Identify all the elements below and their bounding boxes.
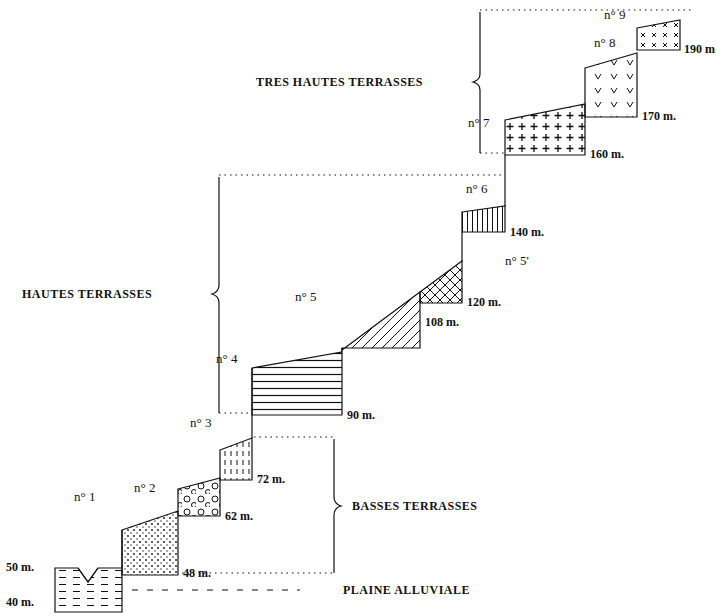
terrace-number: n° 5'	[505, 254, 529, 268]
terrace-number: n° 5	[295, 290, 316, 304]
altitude-label: 190 m	[684, 43, 715, 56]
group-label: HAUTES TERRASSES	[22, 288, 152, 301]
group-label: TRES HAUTES TERRASSES	[256, 76, 423, 89]
altitude-label: 140 m.	[510, 226, 544, 239]
terrace-number: n° 6	[466, 182, 487, 196]
altitude-label: 120 m.	[467, 296, 501, 309]
terrace-number: n° 1	[74, 490, 95, 504]
altitude-label: 160 m.	[590, 148, 624, 161]
terrace-number: n° 3	[190, 416, 211, 430]
altitude-label: 72 m.	[257, 473, 285, 486]
altitude-label: 50 m.	[6, 561, 34, 574]
terrace-number: n° 8	[594, 36, 615, 50]
altitude-label: 62 m.	[225, 510, 253, 523]
altitude-label: 48 m.	[183, 567, 211, 580]
terrace-number: n° 4	[216, 352, 237, 366]
terrace-number: n° 7	[468, 116, 489, 130]
altitude-label: 108 m.	[425, 316, 459, 329]
altitude-label: 40 m.	[6, 596, 34, 609]
terrace-number: n° 2	[134, 481, 155, 495]
group-label: BASSES TERRASSES	[352, 500, 478, 513]
terrace-number: n° 9	[604, 8, 625, 22]
group-label: PLAINE ALLUVIALE	[343, 584, 470, 597]
altitude-label: 90 m.	[347, 409, 375, 422]
altitude-label: 170 m.	[642, 110, 676, 123]
